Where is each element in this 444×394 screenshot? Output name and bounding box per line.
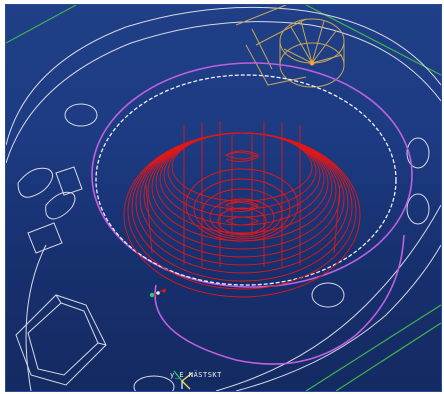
boss-outline: [95, 74, 397, 286]
coordinate-triad-icon: [173, 370, 193, 390]
fixture-left-block: [15, 294, 107, 386]
toolpath[interactable]: [123, 121, 361, 298]
fixture-post: [235, 5, 345, 88]
part-wireframe: [6, 6, 441, 391]
entry-marker: [149, 289, 166, 298]
stock-boundary: [91, 62, 413, 365]
pivot-marker-icon: [309, 60, 315, 66]
cad-viewport[interactable]: y_E NÄSTSKT: [5, 4, 442, 392]
guide-lines: [6, 5, 441, 391]
cad-scene[interactable]: [6, 5, 441, 391]
coordinate-system-label: y_E NÄSTSKT: [170, 371, 222, 379]
